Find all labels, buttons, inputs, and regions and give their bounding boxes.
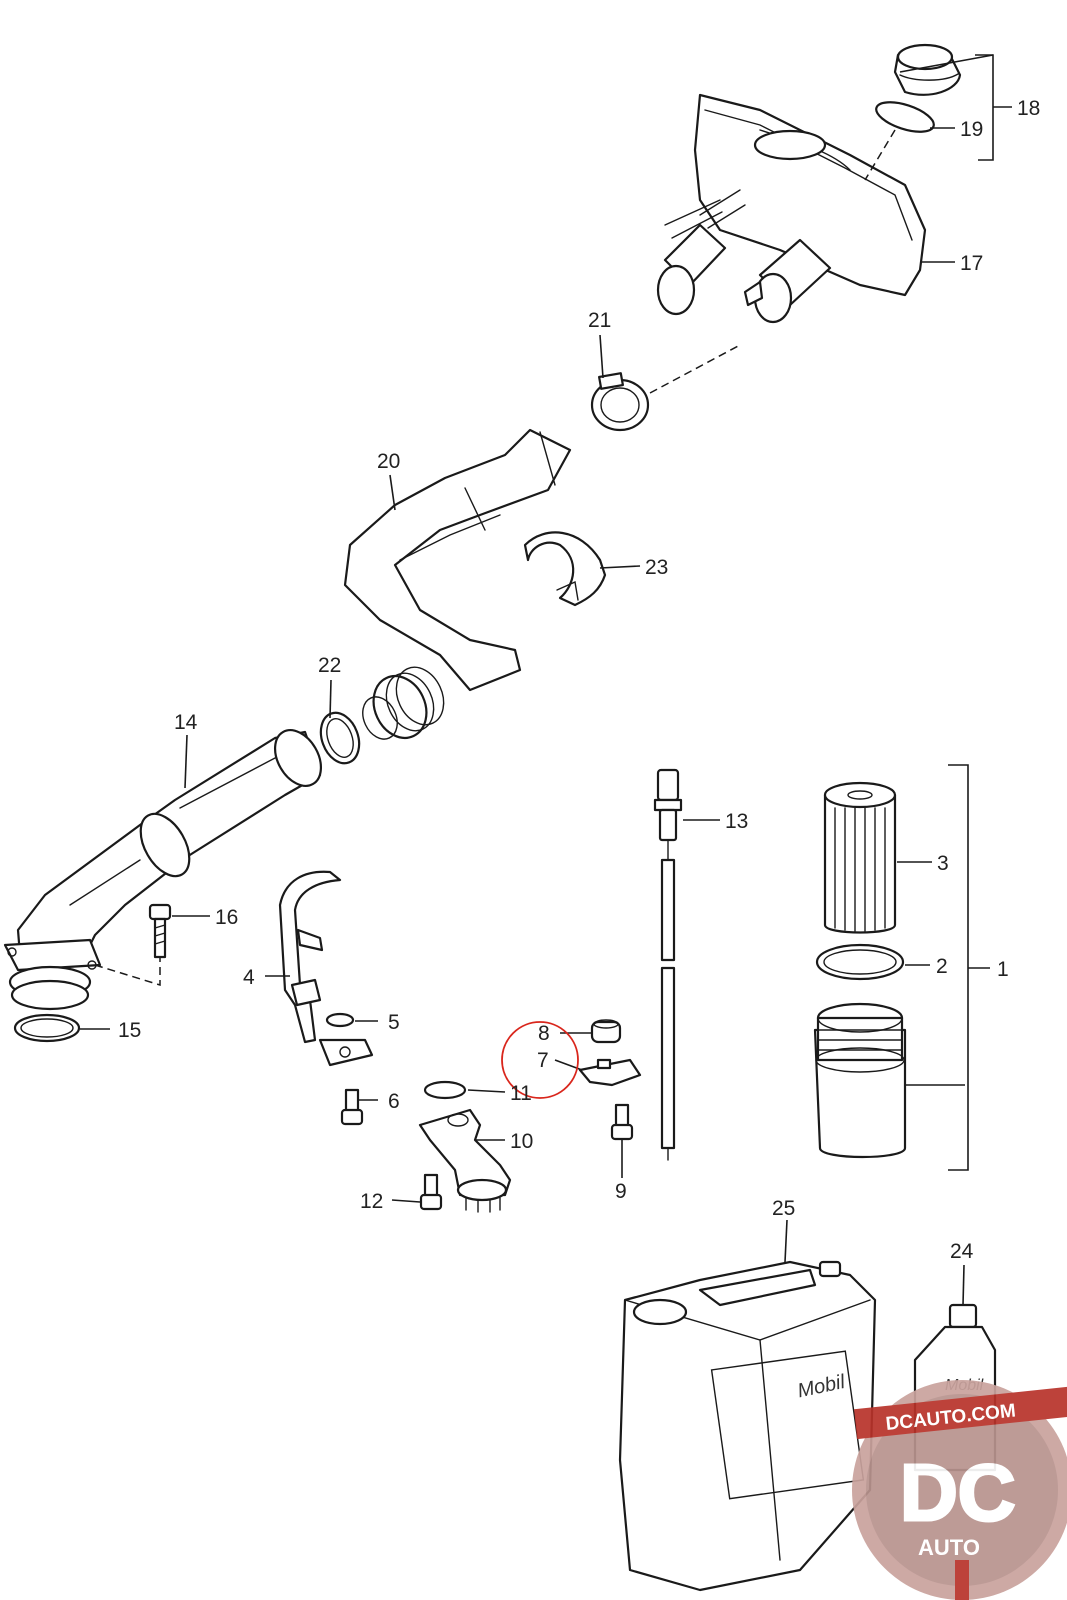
callout-2: 2 [936, 955, 948, 978]
part-17-filler-housing [656, 93, 927, 324]
callout-20: 20 [377, 450, 400, 473]
leader-lines [80, 54, 1012, 1306]
callout-11: 11 [510, 1082, 532, 1105]
part-15-seal-ring [13, 1013, 81, 1043]
callout-19: 19 [960, 118, 983, 141]
part-9-bolt [610, 1103, 634, 1141]
part-16-bolt [148, 903, 172, 959]
callout-4: 4 [243, 966, 255, 989]
watermark-monogram: DC [900, 1448, 1016, 1537]
dcauto-watermark-logo: DCAUTO.COM DC AUTO [852, 1380, 1067, 1600]
part-21-hose-clamp [590, 372, 650, 432]
part-1-filter-housing [813, 1002, 907, 1159]
callout-7: 7 [537, 1049, 549, 1072]
part-13-dipstick [653, 768, 683, 1161]
callout-14: 14 [174, 711, 198, 734]
callout-13: 13 [725, 810, 748, 833]
part-2-seal-ring [815, 943, 905, 981]
part-8-grommet [590, 1019, 622, 1044]
part-5-washer [325, 1012, 355, 1028]
part-20-filler-hose [343, 428, 572, 740]
callout-1: 1 [997, 958, 1009, 981]
part-23-hose-clip [523, 531, 607, 607]
part-3-filter-element [823, 781, 897, 934]
assembly-line-cap [864, 129, 896, 181]
part-25-oil-canister: Mobil [618, 1260, 877, 1592]
part-11-o-ring [423, 1080, 467, 1100]
callout-8: 8 [538, 1022, 550, 1045]
watermark-word: AUTO [918, 1535, 980, 1560]
callout-22: 22 [318, 654, 341, 677]
callout-24: 24 [950, 1240, 974, 1263]
assembly-line-clamp [649, 344, 741, 394]
callout-18: 18 [1017, 97, 1040, 120]
callout-10: 10 [510, 1130, 533, 1153]
callout-25: 25 [772, 1197, 795, 1220]
callout-9: 9 [615, 1180, 627, 1203]
part-6-bolt [340, 1088, 364, 1126]
callout-6: 6 [388, 1090, 400, 1113]
highlight-circle [501, 1021, 579, 1099]
part-19-seal-ring [875, 101, 935, 133]
callout-labels: 18 19 17 21 20 23 22 14 13 3 16 2 1 4 5 … [118, 97, 1040, 1263]
callout-16: 16 [215, 906, 238, 929]
part-22-o-ring [319, 711, 361, 765]
part-10-oil-pickup [418, 1108, 512, 1213]
callout-17: 17 [960, 252, 983, 275]
callout-23: 23 [645, 556, 668, 579]
callout-5: 5 [388, 1011, 400, 1034]
part-7-bracket [578, 1058, 642, 1087]
callout-12: 12 [360, 1190, 383, 1213]
assembly-line-bolt16 [94, 950, 161, 987]
part-12-bolt [419, 1173, 443, 1211]
callout-3: 3 [937, 852, 949, 875]
callout-21: 21 [588, 309, 611, 332]
callout-15: 15 [118, 1019, 141, 1042]
part-14-filler-pipe [3, 729, 323, 1011]
part-18-filler-cap [893, 43, 962, 96]
part-4-return-pipe [278, 870, 374, 1067]
